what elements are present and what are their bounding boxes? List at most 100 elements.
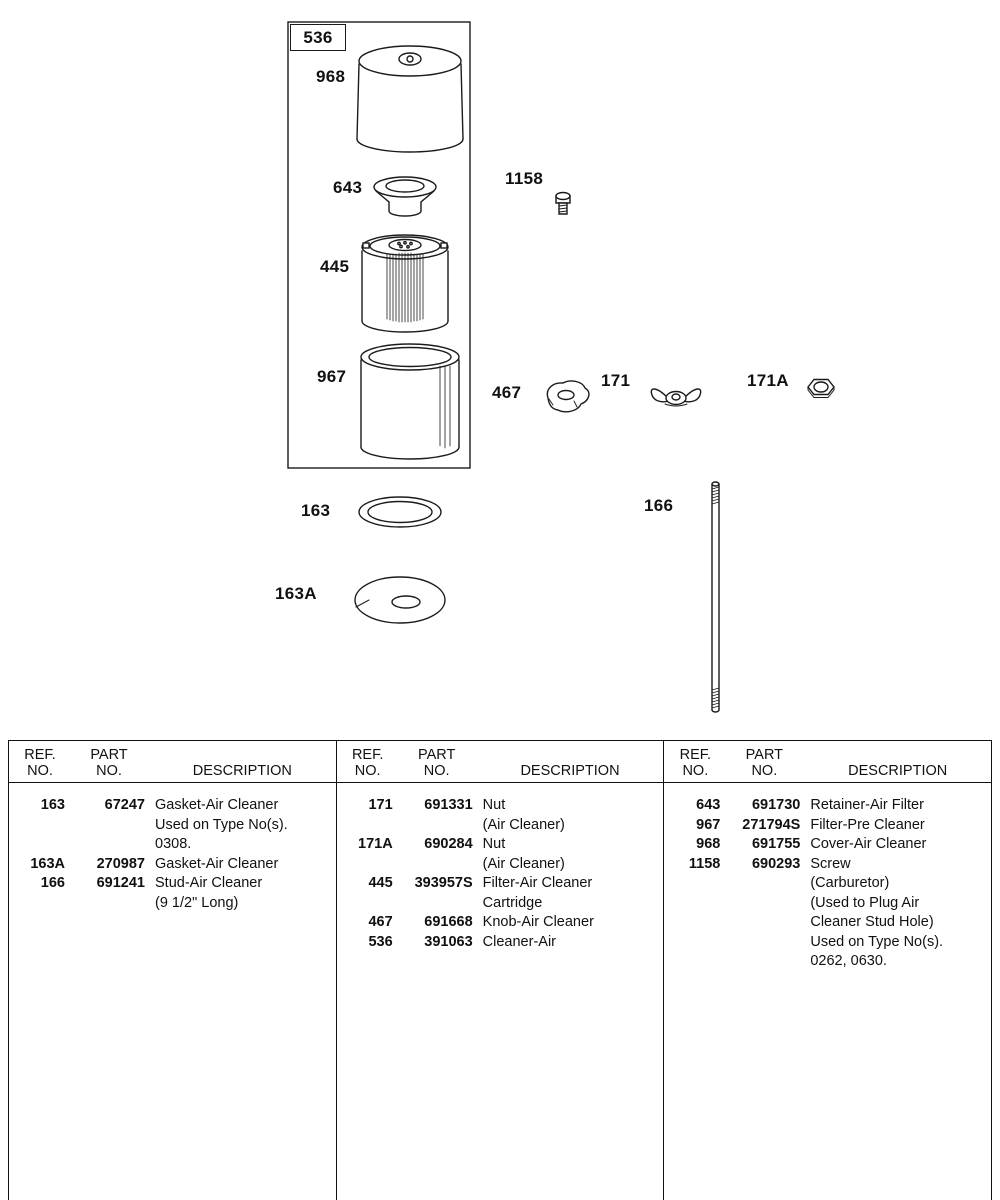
part-643-retainer-art bbox=[373, 176, 437, 217]
part-no: 690293 bbox=[751, 855, 801, 872]
header-part-line2: NO. bbox=[423, 763, 450, 779]
exploded-diagram bbox=[287, 21, 835, 713]
header-part-no: PART NO. bbox=[397, 747, 477, 779]
part-967-pre-cleaner-art bbox=[360, 343, 460, 460]
header-ref-no: REF. NO. bbox=[666, 747, 724, 779]
table-header: REF. NO. PART NO. DESCRIPTION bbox=[664, 741, 992, 783]
part-label-166: 166 bbox=[644, 496, 674, 515]
part-description: Knob-Air Cleaner bbox=[483, 913, 594, 933]
table-row: 166 691241 Stud-Air Cleaner (9 1/2" Long) bbox=[9, 874, 336, 913]
part-label-1158: 1158 bbox=[505, 169, 544, 188]
part-description: Cleaner-Air bbox=[483, 933, 556, 953]
part-163-gasket-art bbox=[358, 496, 442, 528]
header-ref-line1: REF. bbox=[679, 747, 712, 763]
header-description: DESCRIPTION bbox=[848, 763, 948, 779]
part-ref-no: 467 bbox=[368, 914, 393, 930]
part-166-stud-art bbox=[711, 481, 720, 713]
part-445-filter-cartridge-art bbox=[361, 234, 449, 333]
header-part-line2: NO. bbox=[751, 763, 778, 779]
part-label-171A: 171A bbox=[747, 371, 789, 390]
part-ref-no: 536 bbox=[368, 933, 393, 950]
header-ref-line1: REF. bbox=[24, 747, 56, 763]
part-label-968: 968 bbox=[316, 67, 346, 86]
part-description-line: 0308. bbox=[155, 836, 192, 852]
part-no: 691331 bbox=[424, 797, 473, 813]
part-description-line: Nut bbox=[482, 836, 506, 852]
part-description: Retainer-Air Filter bbox=[810, 796, 924, 816]
part-description-line: Stud-Air Cleaner bbox=[155, 875, 263, 891]
part-description: Cover-Air Cleaner bbox=[810, 835, 926, 855]
part-no: 690284 bbox=[424, 836, 473, 852]
part-description-line: Gasket-Air Cleaner bbox=[155, 855, 279, 872]
part-description-line: (9 1/2" Long) bbox=[155, 894, 239, 911]
table-header: REF. NO. PART NO. DESCRIPTION bbox=[9, 741, 336, 783]
part-description: Stud-Air Cleaner (9 1/2" Long) bbox=[155, 874, 262, 913]
header-ref-line1: REF. bbox=[351, 747, 384, 763]
part-label-163A: 163A bbox=[275, 584, 317, 603]
part-no: 393957S bbox=[414, 875, 473, 891]
part-label-536: 536 bbox=[290, 24, 346, 51]
part-label-163: 163 bbox=[301, 501, 331, 520]
part-description-line: Used on Type No(s). bbox=[810, 933, 944, 950]
part-no: 691241 bbox=[96, 875, 145, 891]
part-no: 67247 bbox=[104, 797, 145, 813]
assembly-box bbox=[287, 21, 471, 469]
part-no: 270987 bbox=[96, 855, 145, 872]
part-description-line: Cleaner-Air bbox=[482, 933, 557, 950]
part-no: 691730 bbox=[751, 797, 801, 813]
part-ref-no: 163A bbox=[30, 855, 65, 872]
part-description-line: (Used to Plug Air bbox=[810, 894, 920, 911]
part-description-line: Used on Type No(s). bbox=[155, 816, 288, 833]
part-description-line: Cartridge bbox=[482, 894, 543, 911]
part-label-171: 171 bbox=[601, 371, 631, 390]
part-description-line: Knob-Air Cleaner bbox=[482, 914, 594, 930]
header-ref-no: REF. NO. bbox=[339, 747, 397, 779]
header-part-line2: NO. bbox=[96, 763, 122, 779]
part-description-line: (Carburetor) bbox=[810, 875, 890, 891]
part-no: 691668 bbox=[424, 914, 473, 930]
part-ref-no: 1158 bbox=[688, 855, 721, 872]
part-description-line: Screw bbox=[810, 855, 851, 872]
part-ref-no: 967 bbox=[696, 816, 721, 833]
table-row: 163A 270987 Gasket-Air Cleaner bbox=[9, 855, 336, 875]
part-163a-gasket-art bbox=[354, 576, 446, 624]
part-no: 691755 bbox=[751, 836, 801, 852]
part-171-wing-nut-art bbox=[650, 388, 702, 407]
part-description-line: (Air Cleaner) bbox=[482, 816, 565, 833]
part-description-line: Nut bbox=[482, 797, 506, 813]
part-ref-no: 163 bbox=[40, 797, 65, 813]
header-description: DESCRIPTION bbox=[192, 763, 292, 779]
part-467-knob-art bbox=[546, 380, 590, 413]
part-description-line: Cleaner Stud Hole) bbox=[810, 914, 934, 930]
part-description-line: Filter-Air Cleaner bbox=[482, 875, 593, 891]
part-171a-hex-nut-art bbox=[807, 378, 835, 398]
part-label-967: 967 bbox=[317, 367, 347, 386]
header-ref-no: REF. NO. bbox=[11, 747, 69, 779]
header-part-no: PART NO. bbox=[69, 747, 149, 779]
header-ref-line2: NO. bbox=[27, 763, 53, 779]
header-part-line1: PART bbox=[745, 747, 784, 763]
header-ref-line2: NO. bbox=[354, 763, 381, 779]
part-ref-no: 166 bbox=[40, 875, 65, 891]
part-ref-no: 171A bbox=[358, 836, 393, 852]
part-description-line: Cover-Air Cleaner bbox=[810, 836, 927, 852]
header-description: DESCRIPTION bbox=[520, 763, 620, 779]
part-description-line: Gasket-Air Cleaner bbox=[155, 797, 279, 813]
header-part-line1: PART bbox=[90, 747, 128, 763]
header-part-line1: PART bbox=[418, 747, 456, 763]
part-no: 271794S bbox=[742, 816, 801, 833]
